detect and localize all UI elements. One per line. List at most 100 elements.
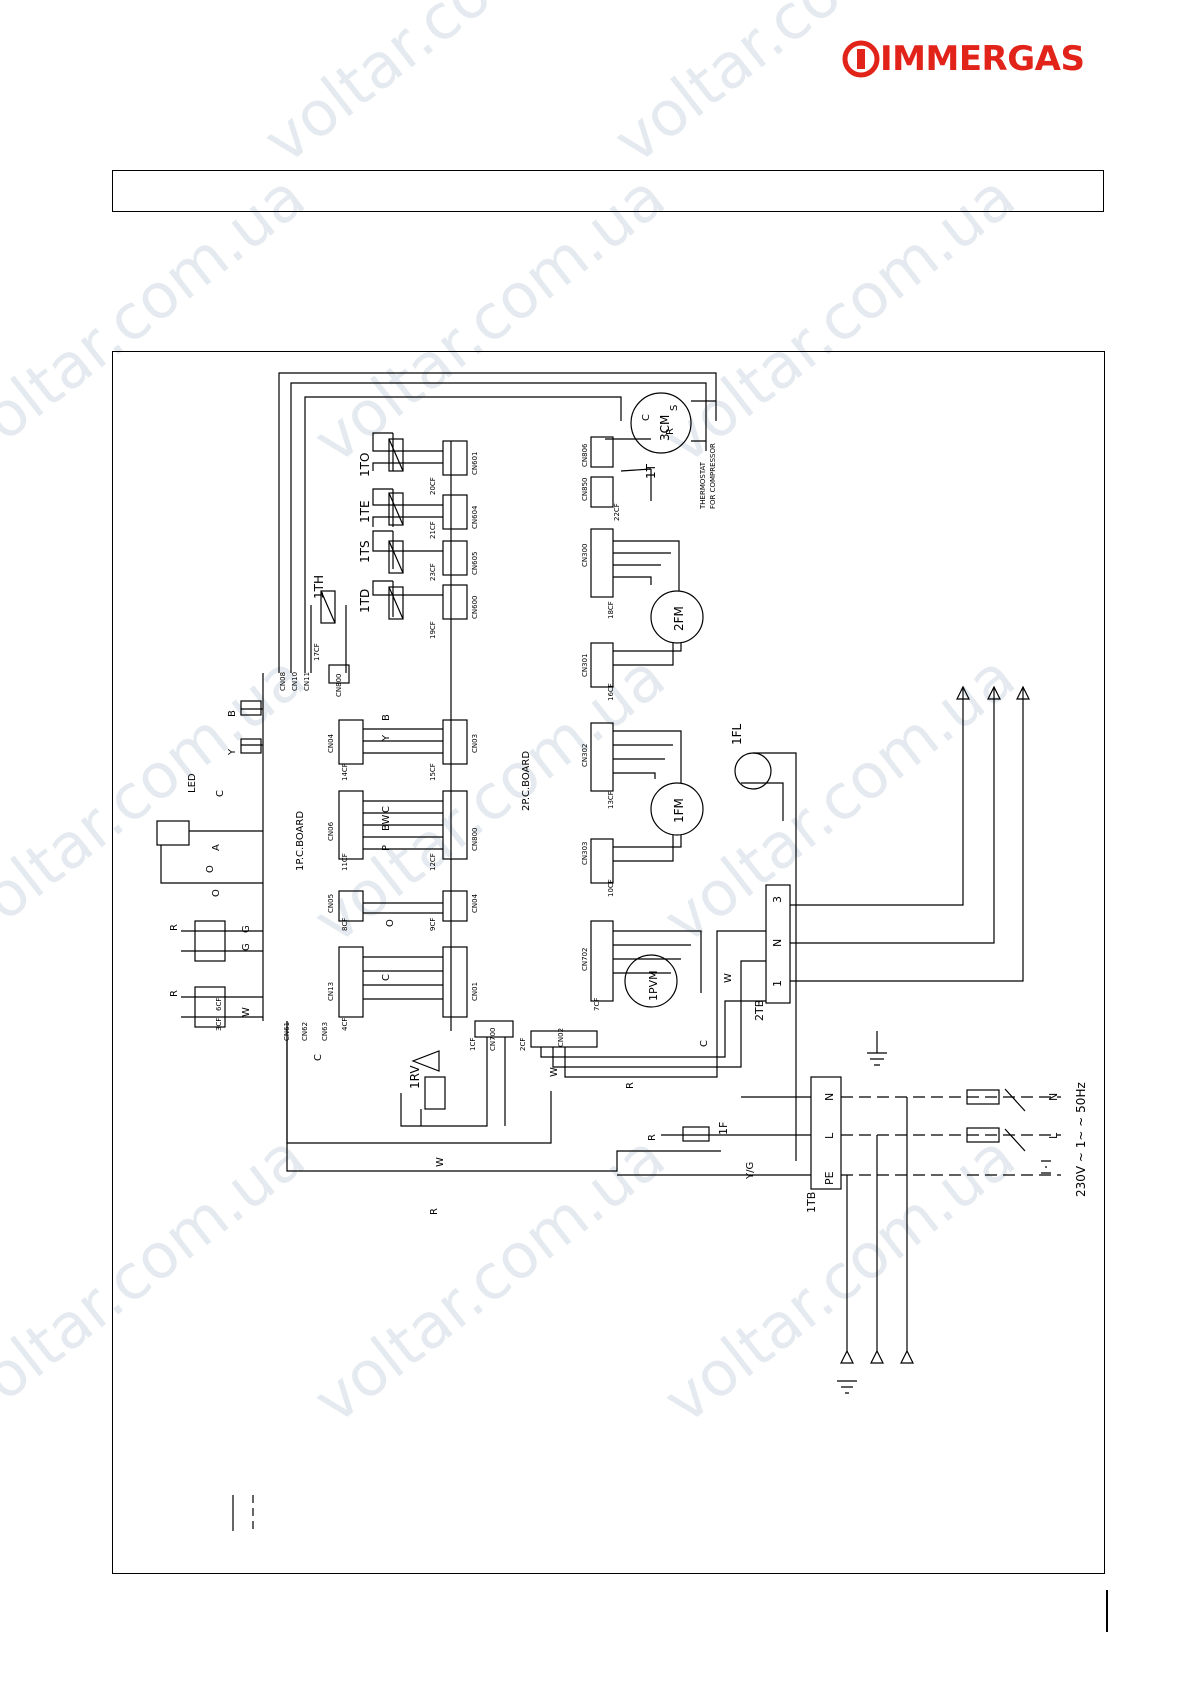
connector-cn604: CN604 <box>471 505 479 529</box>
cf-14cf: 14CF <box>341 763 349 781</box>
connector-cn04: CN04 <box>327 733 335 753</box>
wire-color-p: P <box>381 845 392 851</box>
cf-20cf: 20CF <box>429 477 437 495</box>
brand-logo: IMMERGAS <box>842 36 1085 82</box>
connector-cn05: CN05 <box>327 894 335 913</box>
wire-color-r: R <box>647 1134 658 1141</box>
wire-color-o: O <box>211 889 222 897</box>
led-label: LED <box>187 773 198 793</box>
wire-color-o: O <box>385 919 396 927</box>
connector-cn300: CN300 <box>581 544 589 568</box>
connector-cn605: CN605 <box>471 552 479 576</box>
tb2-terminal-1: 1 <box>771 980 784 987</box>
supply-voltage-label: 230V ~ 1~ ~ 50Hz <box>1074 1082 1088 1197</box>
wire-color-c: C <box>313 1054 324 1061</box>
cf-6cf: 6CF <box>215 998 223 1011</box>
board1-label: 1P.C.BOARD <box>295 811 306 871</box>
cf-8cf: 8CF <box>341 918 349 931</box>
wire-color-a: A <box>211 844 222 851</box>
connector-cn700: CN700 <box>489 1028 497 1052</box>
float-switch-label: 1FL <box>730 723 744 745</box>
yg-wire-label: Y/G <box>745 1162 756 1180</box>
watermark: voltar.com.ua <box>250 0 629 178</box>
watermark: voltar.com.ua <box>600 0 979 178</box>
wire-color-w: W <box>241 1007 252 1017</box>
connector-cn04: CN04 <box>471 893 479 913</box>
diagram-frame: 1P.C.BOARD 2P.C.BOARD 3CM C R S 1T THERM… <box>112 351 1105 1574</box>
cf-22cf: 22CF <box>613 503 621 521</box>
connector-cn301: CN301 <box>581 654 589 678</box>
wire-color-r: R <box>429 1208 440 1215</box>
connector-cn06: CN06 <box>327 821 335 841</box>
wire-color-c: C <box>699 1040 710 1047</box>
tb1-terminal-l: L <box>823 1132 836 1139</box>
board2-label: 2P.C.BOARD <box>521 751 532 811</box>
cf-12cf: 12CF <box>429 853 437 871</box>
terminal-block-2-label: 2TB <box>753 1000 766 1021</box>
reversing-valve-label: 1RV <box>408 1065 422 1089</box>
connector-cn702: CN702 <box>581 948 589 972</box>
cf-19cf: 19CF <box>429 621 437 639</box>
cf-21cf: 21CF <box>429 521 437 539</box>
connector-cn08: CN08 <box>279 672 287 691</box>
cf-16cf: 16CF <box>607 683 615 701</box>
thermostat-desc-line1: THERMOSTAT <box>699 461 707 510</box>
compressor-label: 3CM <box>658 415 672 441</box>
connector-cn13: CN13 <box>327 982 335 1001</box>
wire-color-c: C <box>381 806 392 813</box>
wire-color-o: O <box>205 865 216 873</box>
connector-cn01: CN01 <box>471 982 479 1001</box>
cf-11cf: 11CF <box>341 853 349 871</box>
connector-cn61: CN61 <box>283 1022 291 1041</box>
wire-color-bw: BW <box>381 814 392 831</box>
terminal-block-1-label: 1TB <box>805 1192 818 1213</box>
brand-name: IMMERGAS <box>880 39 1085 79</box>
cf-18cf: 18CF <box>607 601 615 619</box>
connector-cn800: CN800 <box>471 828 479 852</box>
tb1-terminal-n: N <box>823 1093 836 1101</box>
cf-3cf: 3CF <box>215 1018 223 1031</box>
thermostat-label: 1T <box>644 463 658 479</box>
tb2-terminal-n: N <box>771 939 784 947</box>
fuse-label: 1F <box>717 1122 730 1135</box>
immergas-flame-icon <box>842 40 880 78</box>
cf-9cf: 9CF <box>429 918 437 931</box>
thermostat-desc-line2: FOR COMPRESSOR <box>709 443 717 509</box>
title-box <box>112 170 1104 212</box>
sensor-1th-label: 1TH <box>312 575 326 599</box>
wire-color-g: G <box>241 943 252 951</box>
connector-cn303: CN303 <box>581 842 589 866</box>
tb2-terminal-3: 3 <box>771 896 784 903</box>
cf-4cf: 4CF <box>341 1018 349 1031</box>
connector-cn850: CN850 <box>581 478 589 502</box>
cf-1cf: 1CF <box>469 1038 477 1051</box>
wire-color-w: W <box>723 973 734 983</box>
cf-15cf: 15CF <box>429 763 437 781</box>
sensor-1ts-label: 1TS <box>358 540 372 563</box>
page-side-rule <box>1106 1590 1108 1632</box>
connector-cn601: CN601 <box>471 452 479 476</box>
compressor-terminal-r: R <box>665 428 676 435</box>
cf-13cf: 13CF <box>607 791 615 809</box>
wire-color-r: R <box>169 990 180 997</box>
connector-cn10: CN10 <box>291 672 299 691</box>
compressor-terminal-c: C <box>641 414 652 421</box>
connector-cn03: CN03 <box>471 734 479 753</box>
connector-cn62: CN62 <box>301 1022 309 1041</box>
cf-23cf: 23CF <box>429 563 437 581</box>
wire-color-y: Y <box>381 734 392 742</box>
wire-color-w: W <box>435 1157 446 1167</box>
pump-motor-label: 1PVM <box>647 970 660 1001</box>
supply-line-l: L <box>1047 1132 1060 1139</box>
wire-color-w: W <box>549 1067 560 1077</box>
wire-color-r: R <box>625 1082 636 1089</box>
wire-color-b: B <box>381 714 392 721</box>
cf-2cf: 2CF <box>519 1038 527 1051</box>
wire-color-r: R <box>169 924 180 931</box>
wire-color-c: C <box>215 790 226 797</box>
sensor-1te-label: 1TE <box>358 500 372 523</box>
connector-cn63: CN63 <box>321 1022 329 1041</box>
sensor-1td-label: 1TD <box>358 589 372 613</box>
fan-motor-1-label: 1FM <box>672 798 686 823</box>
cf-17cf: 17CF <box>313 643 321 661</box>
